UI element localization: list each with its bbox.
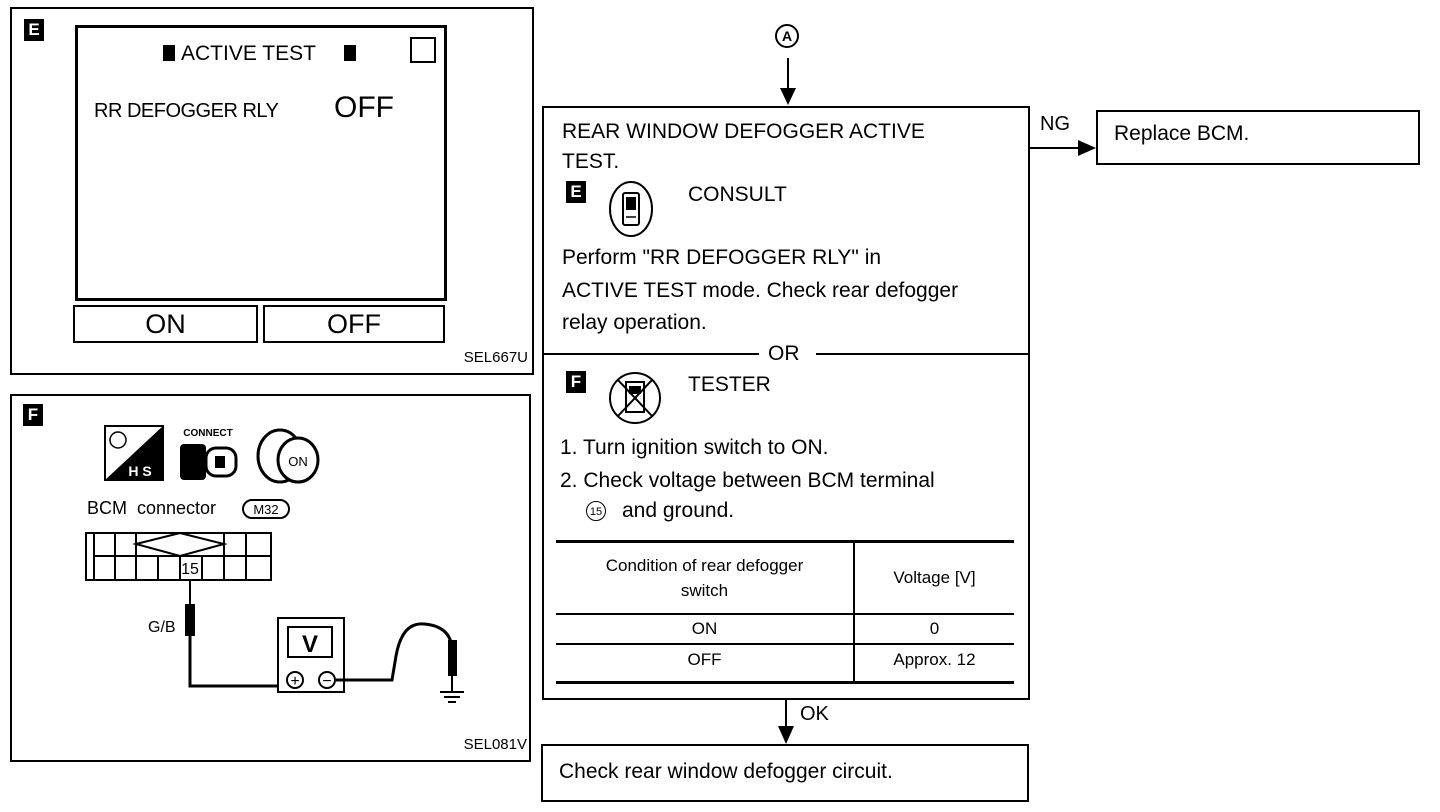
off-button[interactable]: OFF — [263, 305, 445, 343]
ng-result-box: Replace BCM. — [1096, 110, 1420, 165]
ok-label: OK — [800, 703, 829, 725]
meter-minus: − — [322, 673, 331, 690]
entry-marker-label: A — [781, 28, 793, 44]
ok-result-box: Check rear window defogger circuit. — [541, 744, 1029, 802]
panel-e-badge: E — [24, 19, 44, 41]
table-cell-voltage: Approx. 12 — [853, 644, 1014, 684]
table-cell-condition: OFF — [556, 644, 854, 684]
consult-label: CONSULT — [688, 183, 787, 206]
voltmeter-label: V — [302, 631, 318, 658]
consult-screen: ACTIVE TEST RR DEFOGGER RLY OFF — [75, 25, 447, 301]
panel-f: F H S CONNECT ON BCM connector M32 — [10, 394, 531, 762]
perform-line2: ACTIVE TEST mode. Check rear defogger — [562, 279, 959, 302]
entry-marker: A — [775, 24, 799, 48]
figure-code-e: SEL667U — [463, 349, 528, 366]
tester-badge: F — [566, 371, 586, 393]
connector-id: M32 — [253, 502, 278, 517]
main-check-box: REAR WINDOW DEFOGGER ACTIVE TEST. E CONS… — [542, 106, 1030, 700]
connect-icon: CONNECT — [180, 428, 238, 480]
condition-table: Condition of rear defogger switch Voltag… — [556, 540, 1014, 684]
probe-positive — [185, 604, 195, 636]
main-title-line1: REAR WINDOW DEFOGGER ACTIVE — [562, 120, 925, 143]
entry-arrow-head — [780, 88, 796, 105]
connect-icon-label: CONNECT — [183, 428, 232, 439]
step-1: 1. Turn ignition switch to ON. — [560, 436, 829, 459]
meter-plus: + — [290, 673, 299, 690]
terminal-15-number: 15 — [589, 506, 603, 518]
panel-f-badge: F — [23, 404, 43, 426]
active-test-item-label: RR DEFOGGER RLY — [94, 100, 279, 122]
bcm-connector — [85, 531, 272, 581]
table-header-condition: Condition of rear defogger switch — [556, 543, 854, 615]
ground-symbol — [440, 691, 464, 703]
hs-icon-label: H S — [128, 463, 151, 479]
screen-title-left-marker — [163, 45, 175, 61]
wiring-diagram: H S CONNECT ON BCM connector M32 — [85, 425, 464, 703]
or-separator-right — [816, 353, 1030, 355]
bcm-connector-label: BCM connector — [87, 498, 216, 518]
main-title-line2: TEST. — [562, 150, 620, 173]
terminal-15-circle: 15 — [586, 501, 606, 521]
consult-icon — [609, 181, 653, 237]
hs-icon: H S — [104, 425, 164, 481]
entry-arrow-line — [787, 58, 789, 92]
terminal-15-label: 15 — [181, 561, 199, 578]
panel-e: E ACTIVE TEST RR DEFOGGER RLY OFF ON OFF… — [10, 7, 534, 375]
off-button-label: OFF — [327, 309, 381, 339]
screen-checkbox[interactable] — [410, 37, 436, 63]
screen-title-right-marker — [344, 45, 356, 61]
table-row: ON 0 — [556, 614, 1014, 645]
ng-arrow-line — [1030, 147, 1082, 149]
table-header-voltage: Voltage [V] — [853, 543, 1014, 615]
connector-id-tag — [242, 499, 290, 519]
voltmeter: V + − — [277, 617, 345, 693]
or-label: OR — [768, 342, 800, 365]
ok-arrow-line — [785, 700, 787, 730]
table-cell-condition: ON — [556, 614, 854, 645]
tester-label: TESTER — [688, 373, 771, 396]
perform-line1: Perform "RR DEFOGGER RLY" in — [562, 246, 882, 269]
key-on-icon: ON — [256, 428, 320, 484]
figure-code-f: SEL081V — [463, 736, 527, 753]
probe-negative — [448, 640, 457, 676]
screen-title: ACTIVE TEST — [181, 42, 316, 65]
perform-line3: relay operation. — [562, 311, 707, 334]
wire-color-label: G/B — [148, 619, 176, 636]
consult-badge: E — [566, 181, 586, 203]
active-test-item-value: OFF — [334, 91, 394, 124]
tester-icon — [609, 372, 661, 424]
ng-label: NG — [1040, 113, 1070, 135]
key-on-label: ON — [288, 454, 308, 469]
table-cell-voltage: 0 — [853, 614, 1014, 645]
or-separator-left — [639, 353, 759, 355]
on-button-label: ON — [145, 309, 186, 339]
step-2-line1: 2. Check voltage between BCM terminal — [560, 469, 935, 492]
ng-arrow-head — [1078, 140, 1096, 156]
step-2-line2: and ground. — [622, 499, 735, 522]
ok-result-text: Check rear window defogger circuit. — [559, 760, 893, 783]
section-divider — [544, 353, 639, 355]
ok-arrow-head — [778, 726, 794, 744]
ng-result-text: Replace BCM. — [1114, 122, 1250, 145]
table-row: OFF Approx. 12 — [556, 644, 1014, 684]
on-button[interactable]: ON — [73, 305, 258, 343]
